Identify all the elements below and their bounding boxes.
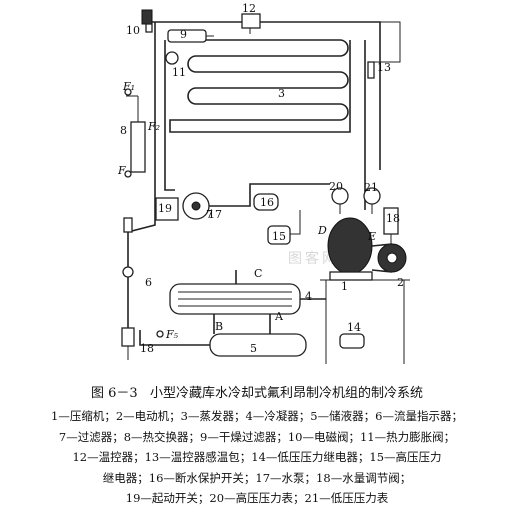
legend-line: 1—压缩机；2—电动机；3—蒸发器；4—冷凝器；5—储液器；6—流量指示器； <box>51 409 463 423</box>
watermark: 图客网 <box>288 250 339 267</box>
label-4: 4 <box>305 290 312 303</box>
thermal-expansion-valve <box>165 51 179 65</box>
water-cutoff-switch <box>253 193 279 211</box>
label-21: 21 <box>364 181 378 194</box>
label-8: 8 <box>120 124 127 137</box>
drier-filter <box>167 29 207 43</box>
label-d: D <box>317 224 327 237</box>
liquid-line-top <box>150 21 381 170</box>
caption-title: 图 6－3 小型冷藏库水冷却式氟利昂制冷机组的制冷系统 <box>0 384 514 404</box>
high-pressure-relay <box>267 225 291 245</box>
valve-f <box>124 170 132 178</box>
solenoid-valve <box>141 9 153 25</box>
evaporator-coil <box>169 39 351 133</box>
heat-exchanger <box>130 121 146 173</box>
label-14: 14 <box>347 321 361 334</box>
label-11: 11 <box>172 66 186 79</box>
legend-line: 19—起动开关；20—高压压力表；21—低压压力表 <box>125 491 389 505</box>
label-10: 10 <box>126 24 140 37</box>
label-7: 7 <box>206 208 213 221</box>
label-2: 2 <box>397 276 404 289</box>
label-16: 16 <box>260 196 274 209</box>
label-13: 13 <box>377 61 391 74</box>
compressor <box>327 217 373 281</box>
liquid-receiver <box>139 314 307 357</box>
label-f1: F₁ <box>122 80 135 93</box>
label-18-right: 18 <box>386 212 400 225</box>
label-17: 17 <box>208 208 222 221</box>
label-f2: F₂ <box>147 120 160 133</box>
electric-motor <box>371 243 407 273</box>
filter <box>123 217 133 233</box>
compressor-base <box>320 279 410 364</box>
legend-line: 继电器；16—断水保护开关；17—水泵；18—水量调节阀； <box>102 470 412 485</box>
label-c: C <box>254 267 262 280</box>
label-12: 12 <box>242 2 256 15</box>
thermostat-bulb <box>367 61 375 79</box>
label-5: 5 <box>250 342 257 355</box>
label-3: 3 <box>278 87 285 100</box>
label-b: B <box>215 320 223 333</box>
label-20: 20 <box>329 180 343 193</box>
thermostat <box>241 13 261 29</box>
component-labels: 1 2 3 4 5 6 7 8 9 10 11 12 13 14 15 16 1… <box>117 2 404 355</box>
suction-line-left <box>164 40 175 191</box>
label-e: E <box>367 230 376 243</box>
figure-title: 小型冷藏库水冷却式氟利昂制冷机组的制冷系统 <box>150 386 424 401</box>
legend-line: 12—温控器；13—温控器感温包；14—低压压力继电器；15—高压压力 <box>72 450 442 464</box>
label-f5: F₅ <box>165 328 179 341</box>
start-switch <box>155 197 179 221</box>
valve-f5 <box>156 330 164 338</box>
label-18-left: 18 <box>140 342 154 355</box>
figure-caption: 图 6－3 小型冷藏库水冷却式氟利昂制冷机组的制冷系统 1—压缩机；2—电动机；… <box>0 384 514 509</box>
flow-indicator <box>122 266 134 278</box>
label-9: 9 <box>180 28 187 41</box>
figure-number: 图 6－3 <box>90 386 138 401</box>
label-6: 6 <box>145 276 152 289</box>
valve-f1 <box>124 88 132 96</box>
label-a: A <box>274 310 284 323</box>
label-f: F <box>117 164 126 177</box>
water-regulating-valve-left <box>121 327 135 347</box>
label-1: 1 <box>341 280 348 293</box>
condenser <box>169 270 326 315</box>
low-pressure-relay <box>339 333 365 349</box>
label-19: 19 <box>158 202 172 215</box>
liquid-line-left <box>127 22 156 345</box>
legend-line: 7—过滤器；8—热交换器；9—干燥过滤器；10—电磁阀；11—热力膨胀阀； <box>58 429 456 444</box>
label-15: 15 <box>272 230 286 243</box>
